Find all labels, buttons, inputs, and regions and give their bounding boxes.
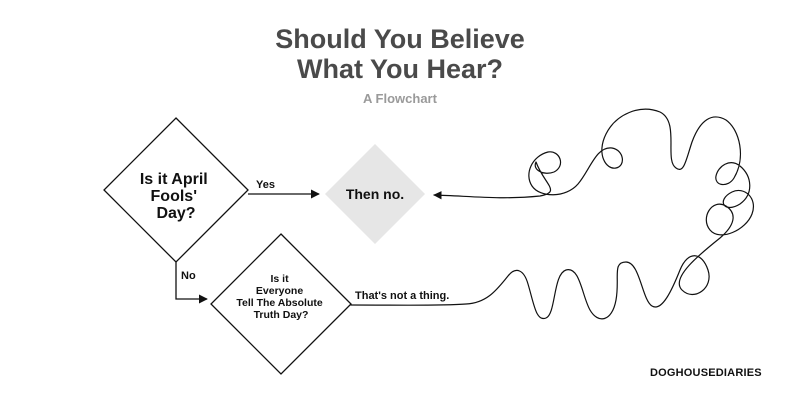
truth-day-line-4: Truth Day?: [254, 309, 309, 321]
truth-day-line-1: Is it: [270, 273, 289, 285]
no-label: No: [181, 270, 196, 282]
title-line-2: What You Hear?: [296, 54, 504, 84]
april-fools-line-3: Day?: [156, 205, 195, 222]
april-fools-line-1: Is it April: [140, 171, 208, 188]
truth-day-line-2: Everyone: [256, 285, 303, 297]
april-fools-label: Is it April Fools' Day?: [140, 171, 212, 222]
then-no-answer: [325, 144, 425, 244]
credit-logo-text: DOGHOUSEDIARIES: [650, 367, 762, 379]
not-a-thing-label: That's not a thing.: [355, 290, 449, 302]
yes-label: Yes: [256, 179, 275, 191]
truth-day-decision: [210, 233, 352, 375]
squiggle-return-arrow: [350, 108, 754, 320]
april-fools-line-2: Fools': [151, 188, 197, 205]
truth-day-label: Is it Everyone Tell The Absolute Truth D…: [236, 273, 325, 321]
page-title: Should You Believe What You Hear?: [0, 24, 800, 84]
truth-day-line-3: Tell The Absolute: [236, 297, 322, 309]
title-line-1: Should You Believe: [275, 24, 525, 54]
no-arrow: [175, 262, 208, 304]
page-subtitle: A Flowchart: [363, 91, 437, 106]
then-no-label: Then no.: [346, 186, 404, 202]
